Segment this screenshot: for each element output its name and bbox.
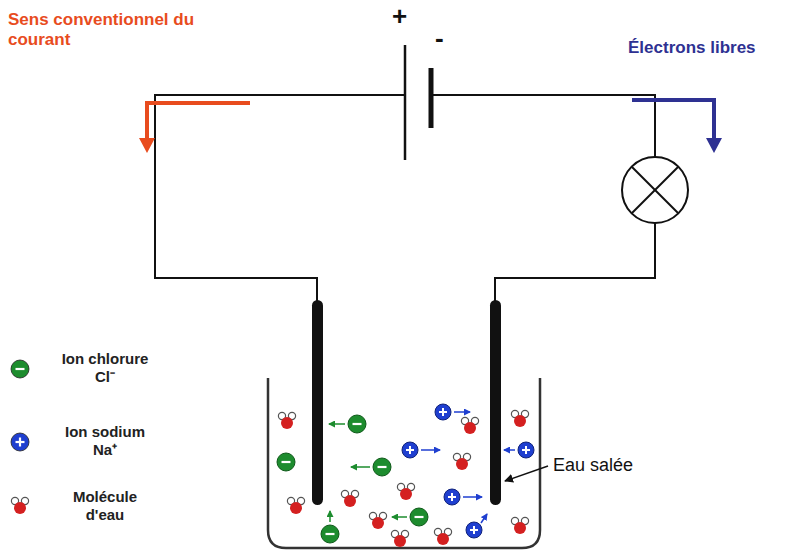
lamp-cross (632, 167, 678, 213)
water-molecule (461, 417, 478, 434)
current-arrow (147, 103, 250, 139)
chloride-legend-text: Ion chlorure Cl⁻ (55, 350, 155, 386)
water-molecule (341, 490, 358, 507)
water-molecule (287, 497, 304, 514)
legend-water-sample (11, 497, 28, 514)
sodium-ion (444, 489, 460, 505)
water-legend-text: Molécule d'eau (55, 488, 155, 524)
ion-motion-arrow (454, 411, 470, 413)
ion-motion-arrow (481, 514, 487, 523)
current-direction-label: Sens conventionnel du courant (8, 10, 236, 49)
sodium-legend-text: Ion sodium Na⁺ (55, 423, 155, 459)
sodium-legend-swatch-holder (10, 432, 30, 452)
chloride-ion (373, 458, 391, 476)
left-wire (155, 95, 405, 305)
ion-motion-arrow (351, 466, 370, 468)
water-molecule (397, 483, 414, 500)
battery-negative-plate (429, 68, 434, 128)
leader-line (505, 466, 548, 481)
chloride-ion (277, 453, 295, 471)
chloride-legend-swatch-holder (10, 359, 30, 379)
water-molecule (434, 528, 451, 545)
electron-flow-label: Électrons libres (628, 38, 756, 58)
ion-motion-arrow (329, 511, 331, 522)
cathode-electrode (490, 300, 501, 505)
water-molecule (391, 530, 408, 547)
ion-motion-arrow (329, 423, 345, 425)
battery-positive-plate (404, 45, 407, 160)
ion-motion-arrow (463, 496, 482, 498)
charge-sign (19, 438, 21, 447)
sodium-ion (466, 522, 482, 538)
charge-sign (16, 368, 25, 370)
right-wire-bottom (495, 223, 655, 305)
water-molecule (278, 412, 295, 429)
ion-motion-arrow (392, 516, 407, 518)
ion-motion-arrow (504, 449, 515, 451)
legend-swatch (11, 360, 29, 378)
water-molecule (369, 512, 386, 529)
water-molecule (511, 517, 528, 534)
electron-arrowhead (706, 138, 722, 153)
anode-electrode (312, 300, 323, 505)
negative-terminal-sign: - (435, 24, 444, 54)
solution-label: Eau salée (553, 455, 633, 476)
sodium-ion (518, 442, 534, 458)
lamp-symbol (622, 157, 688, 223)
right-wire-top (431, 95, 655, 157)
chloride-ion (410, 508, 428, 526)
electron-arrow (632, 100, 714, 139)
water-molecule (453, 453, 470, 470)
legend-swatch (11, 433, 29, 451)
current-arrowhead (139, 138, 155, 153)
sodium-ion (402, 442, 418, 458)
chloride-ion (321, 525, 339, 543)
water-molecule (511, 410, 528, 427)
positive-terminal-sign: + (392, 2, 407, 32)
sodium-ion (435, 404, 451, 420)
ion-motion-arrow (421, 449, 440, 451)
lamp-cross (632, 167, 678, 213)
chloride-ion (348, 415, 366, 433)
